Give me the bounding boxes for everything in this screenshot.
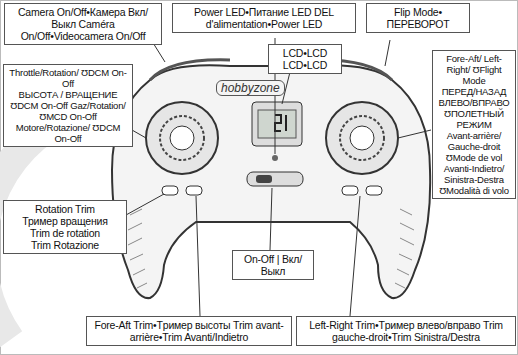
callout-box: Power LED•Питание LED DEL d'alimentation… — [172, 3, 356, 33]
callout-box: On-Off | Вкл/Выкл — [232, 250, 314, 280]
callout-text: Тример вращения — [7, 215, 123, 227]
callout-box: Rotation TrimТример вращенияTrim de rota… — [3, 200, 127, 254]
callout-text: ПЕРЕД/НАЗАД ВЛЕВО/ВПРАВО ƱПОЛЕТНЫЙ РЕЖИМ — [436, 86, 512, 130]
callout-text: LCD•LCD LCD•LCD — [272, 47, 338, 71]
left-stick — [146, 102, 218, 174]
callout-text: Avanti-Indietro/ Sinistra-Destra ƱModali… — [436, 163, 512, 196]
callout-text: Power LED•Питание LED DEL d'alimentation… — [176, 6, 352, 30]
callout-text: Avant-arrière/ Gauche-droit ƱMode de vol — [436, 130, 512, 163]
transmitter-body — [112, 65, 430, 298]
lcd-screen — [252, 102, 302, 146]
callout-box: Camera On/Off•Камера Вкл/Выкл Caméra On/… — [4, 3, 162, 45]
callout-box: Fore-Aft Trim•Tример высоты Trim avant-a… — [86, 316, 292, 346]
callout-box: Flip Mode• ПЕРЕВОРОТ — [366, 3, 470, 33]
switch-slider — [256, 175, 272, 183]
callout-box: Throttle/Rotation/ ƱDCM On-OffВЫСОТА / В… — [3, 64, 133, 147]
callout-text: Fore-Aft/ Left-Right/ ƱFlight Mode — [436, 53, 512, 86]
power-switch — [247, 172, 303, 186]
callout-text: Motore/Rotazione/ ƱDCM On-Off — [7, 122, 129, 144]
callout-box: LCD•LCD LCD•LCD — [268, 44, 342, 74]
leader-lines — [126, 38, 431, 316]
callout-box: Left-Right Trim•Tример влево/вправо Trim… — [296, 316, 516, 346]
callout-text: ƱDCM On-Off Gaz/Rotation/ ƱMCD On-Off — [7, 100, 129, 122]
callout-text: On-Off | Вкл/Выкл — [236, 253, 310, 277]
callout-text: ВЫСОТА / ВРАЩЕНИЕ — [7, 89, 129, 100]
right-stick — [326, 102, 398, 174]
lcd-digits — [275, 115, 286, 131]
lcd-display — [258, 110, 296, 138]
callout-text: Flip Mode• ПЕРЕВОРОТ — [370, 6, 466, 30]
brand-logo: hobbyzone — [216, 80, 285, 96]
callout-text: Trim de rotation — [7, 227, 123, 239]
callout-box: Fore-Aft/ Left-Right/ ƱFlight ModeПЕРЕД/… — [432, 50, 516, 199]
callout-text: Throttle/Rotation/ ƱDCM On-Off — [7, 67, 129, 89]
power-led — [272, 155, 278, 161]
callout-text: Rotation Trim — [7, 203, 123, 215]
callout-text: Left-Right Trim•Tример влево/вправо Trim… — [300, 319, 512, 343]
callout-text: Fore-Aft Trim•Tример высоты Trim avant-a… — [90, 319, 288, 343]
callout-text: Camera On/Off•Камера Вкл/Выкл Caméra On/… — [8, 6, 158, 42]
callout-text: Trim Rotazione — [7, 239, 123, 251]
